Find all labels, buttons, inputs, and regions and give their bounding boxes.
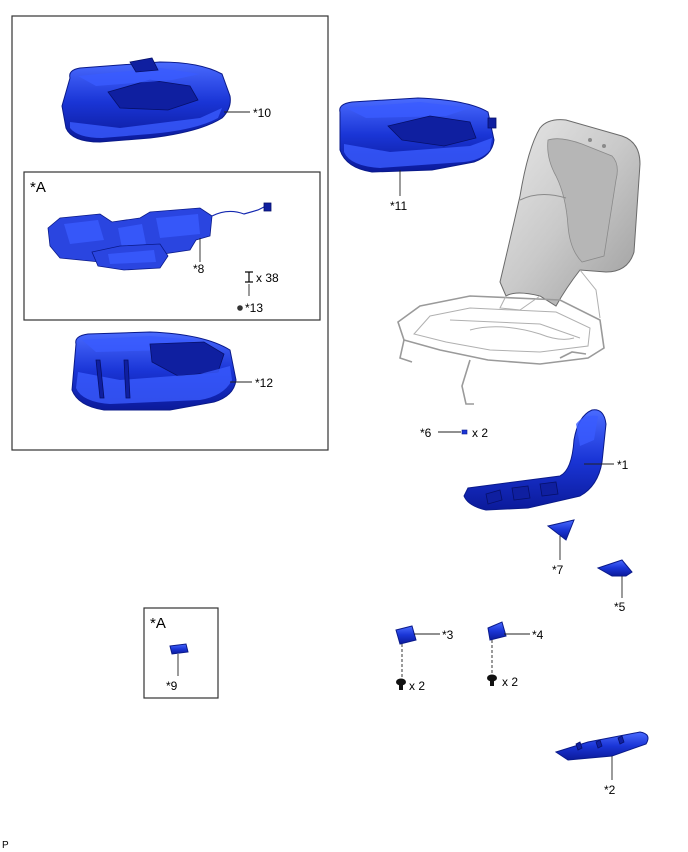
- label-12: *12: [255, 376, 273, 390]
- part-11-cushion-cover: [339, 97, 497, 173]
- qty-38: x 38: [256, 271, 279, 285]
- label-13: *13: [245, 301, 263, 315]
- part-4-bracket: [487, 621, 507, 641]
- part-2-lower-shield: [554, 731, 649, 761]
- label-2: *2: [604, 783, 616, 797]
- label-5: *5: [614, 600, 626, 614]
- label-7: *7: [552, 563, 564, 577]
- part-8-seat-heater: [47, 202, 272, 271]
- inner-box-a: [23, 171, 321, 321]
- label-11: *11: [390, 199, 407, 213]
- part-7-cover: [546, 519, 575, 541]
- part-12-cushion-pad: [71, 331, 237, 411]
- part-1-side-shield: [463, 409, 607, 511]
- box-a2-label: *A: [150, 615, 166, 632]
- label-9: *9: [166, 679, 178, 693]
- qty-4: x 2: [502, 675, 518, 689]
- qty-3: x 2: [409, 679, 425, 693]
- part-5-cover: [596, 559, 633, 577]
- footer-code: P: [2, 840, 9, 851]
- screw-icon-3: [396, 678, 406, 690]
- label-6: *6: [420, 426, 432, 440]
- qty-6: x 2: [472, 426, 488, 440]
- clip-icon: [245, 271, 253, 283]
- screw-icon-4: [487, 674, 497, 686]
- label-4: *4: [532, 628, 544, 642]
- part-6-small-fastener: [461, 429, 468, 435]
- box-a-label: *A: [30, 179, 46, 196]
- outer-group-box: [11, 15, 329, 451]
- label-1: *1: [617, 458, 629, 472]
- part-13-dot: [237, 305, 243, 311]
- seat-back-assembly: [397, 119, 641, 405]
- label-3: *3: [442, 628, 454, 642]
- label-10: *10: [253, 106, 271, 120]
- part-9-connector: [169, 643, 189, 655]
- part-10-cushion-pad: [61, 57, 231, 143]
- label-8: *8: [193, 262, 205, 276]
- part-3-bracket: [395, 625, 417, 645]
- box-a-lower: [143, 607, 219, 699]
